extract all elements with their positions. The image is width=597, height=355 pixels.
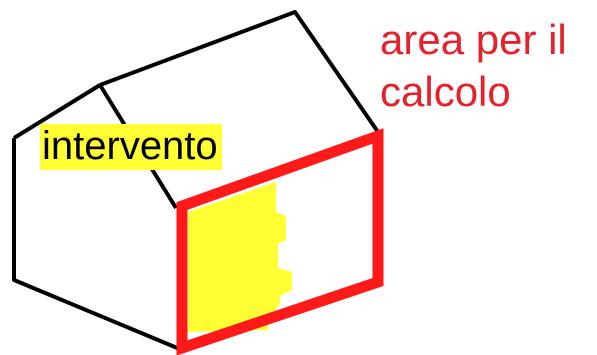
area-label-line1: area per il: [380, 16, 567, 63]
left-wall-outline: [12, 138, 183, 352]
intervento-label: intervento: [40, 124, 222, 170]
roof-left-slope: [12, 83, 102, 140]
area-label-line2: calcolo: [380, 68, 511, 115]
calculation-area-frame: [176, 128, 384, 355]
area-calculation-label: area per il calcolo: [380, 14, 592, 118]
roof-ridge-line: [99, 10, 380, 134]
intervento-fill-area: [188, 182, 292, 332]
